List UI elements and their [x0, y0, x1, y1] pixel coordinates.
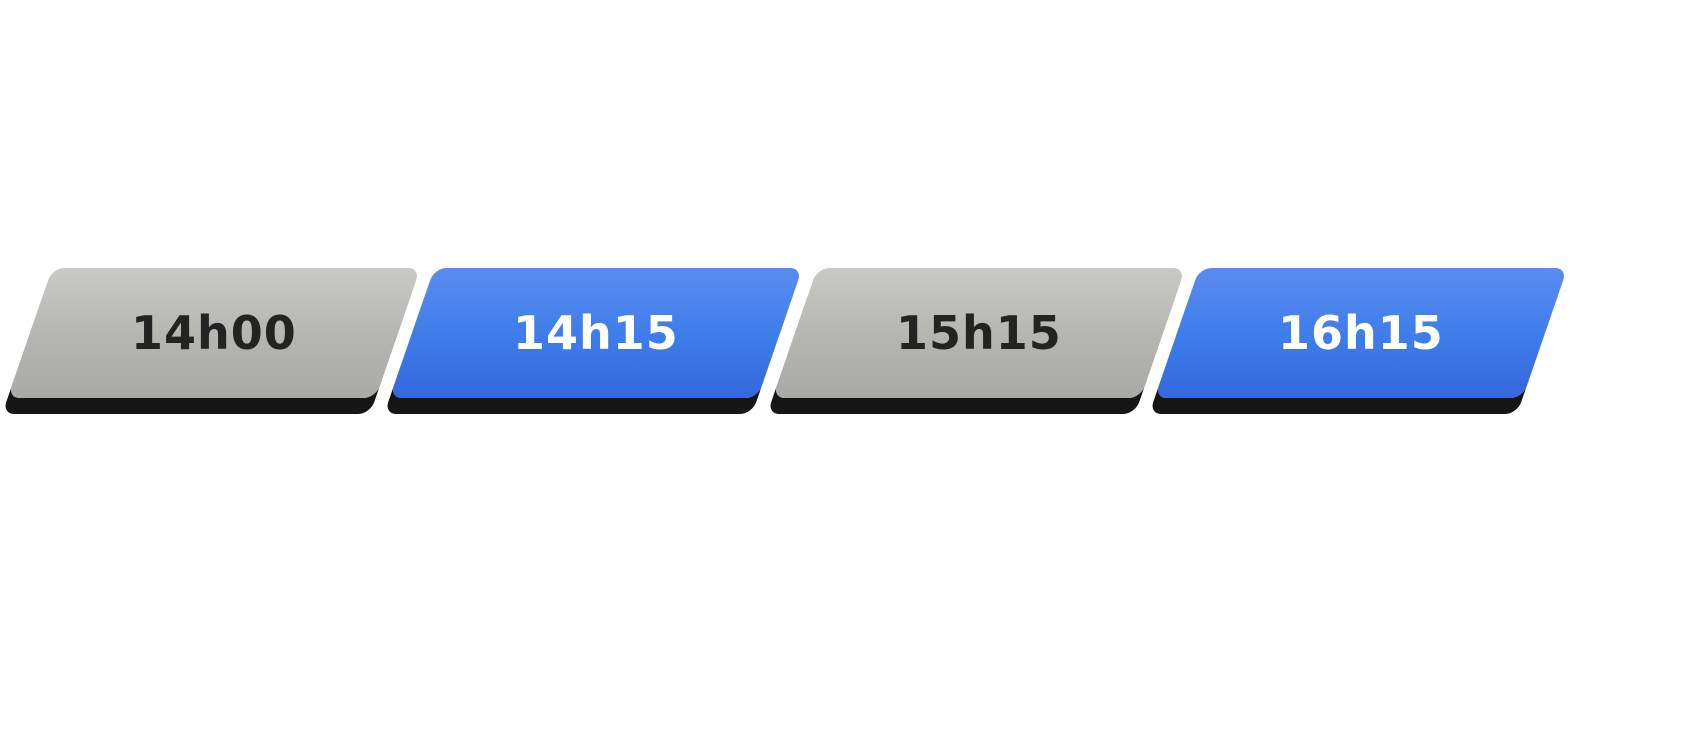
time-slot-label: 14h00	[131, 306, 298, 360]
time-slot-label: 14h15	[513, 306, 680, 360]
time-slot-row: 14h00 14h15 15h15 16h15	[7, 268, 1568, 398]
time-slot-14h15[interactable]: 14h15	[389, 268, 803, 398]
time-slot-14h00[interactable]: 14h00	[7, 268, 421, 398]
time-slot-label: 15h15	[895, 306, 1062, 360]
time-slot-16h15[interactable]: 16h15	[1154, 268, 1568, 398]
time-slot-label: 16h15	[1277, 306, 1444, 360]
time-slot-15h15[interactable]: 15h15	[772, 268, 1186, 398]
